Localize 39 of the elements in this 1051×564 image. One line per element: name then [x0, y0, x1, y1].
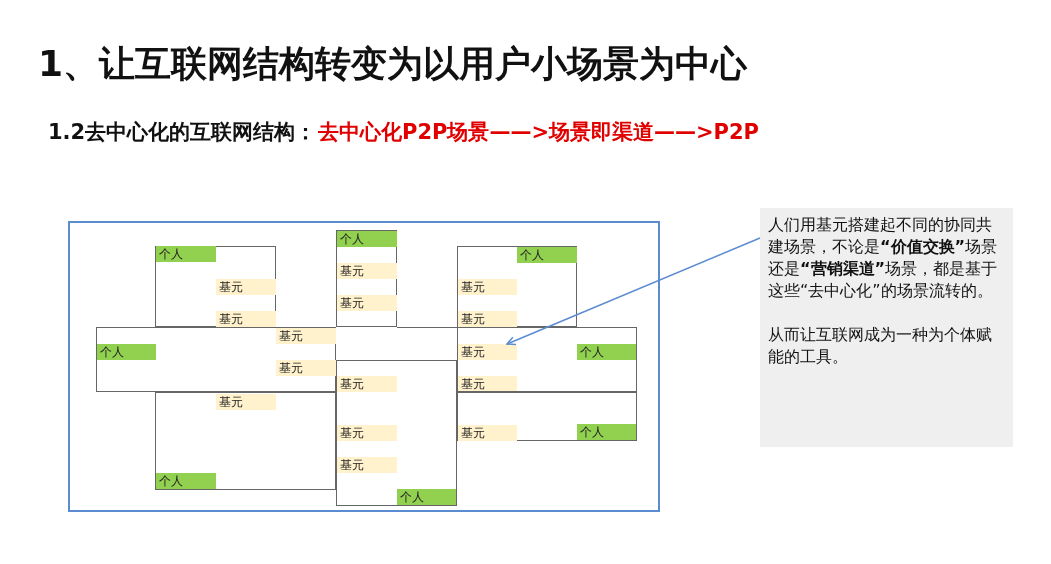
person-tag: 个人: [517, 247, 577, 263]
person-tag: 个人: [156, 246, 216, 262]
element-tag: 基元: [458, 425, 517, 441]
element-tag: 基元: [337, 457, 397, 473]
element-tag: 基元: [337, 376, 397, 392]
scene-box: [96, 327, 336, 392]
person-tag: 个人: [397, 489, 456, 505]
subtitle-highlight: 去中心化P2P场景——>场景即渠道——>P2P: [318, 119, 759, 146]
subtitle: 1.2去中心化的互联网结构：: [48, 119, 317, 146]
scene-box: [155, 392, 336, 490]
scene-box: [457, 392, 637, 441]
element-tag: 基元: [216, 311, 276, 327]
arrow: [506, 237, 761, 346]
element-tag: 基元: [216, 394, 276, 410]
diagram-frame: [68, 221, 660, 512]
element-tag: 基元: [458, 279, 517, 295]
element-tag: 基元: [216, 279, 276, 295]
element-tag: 基元: [458, 376, 517, 391]
element-tag: 基元: [337, 263, 397, 279]
element-tag: 基元: [337, 425, 397, 441]
person-tag: 个人: [577, 344, 636, 360]
person-tag: 个人: [577, 424, 636, 440]
element-tag: 基元: [458, 311, 517, 327]
element-tag: 基元: [276, 328, 336, 344]
person-tag: 个人: [337, 231, 397, 247]
element-tag: 基元: [337, 295, 397, 311]
element-tag: 基元: [276, 360, 336, 376]
callout-box: [760, 208, 1013, 447]
element-tag: 基元: [458, 344, 517, 360]
scene-box: [457, 246, 577, 327]
scene-box: [457, 327, 637, 392]
callout-text: 从而让互联网成为一种为个体赋能的工具。: [768, 324, 993, 368]
person-tag: 个人: [97, 344, 156, 360]
callout-text: 人们用基元搭建起不同的协同共建场景，不论是“价值交换”场景还是“营销渠道”场景，都是基于这些“去中心化”的场景流转的。: [768, 214, 999, 302]
slide-title: 1、让互联网结构转变为以用户小场景为中心: [38, 42, 748, 86]
person-tag: 个人: [156, 473, 216, 489]
scene-box: [155, 246, 276, 327]
scene-box: [336, 360, 457, 506]
scene-box: [336, 230, 397, 327]
